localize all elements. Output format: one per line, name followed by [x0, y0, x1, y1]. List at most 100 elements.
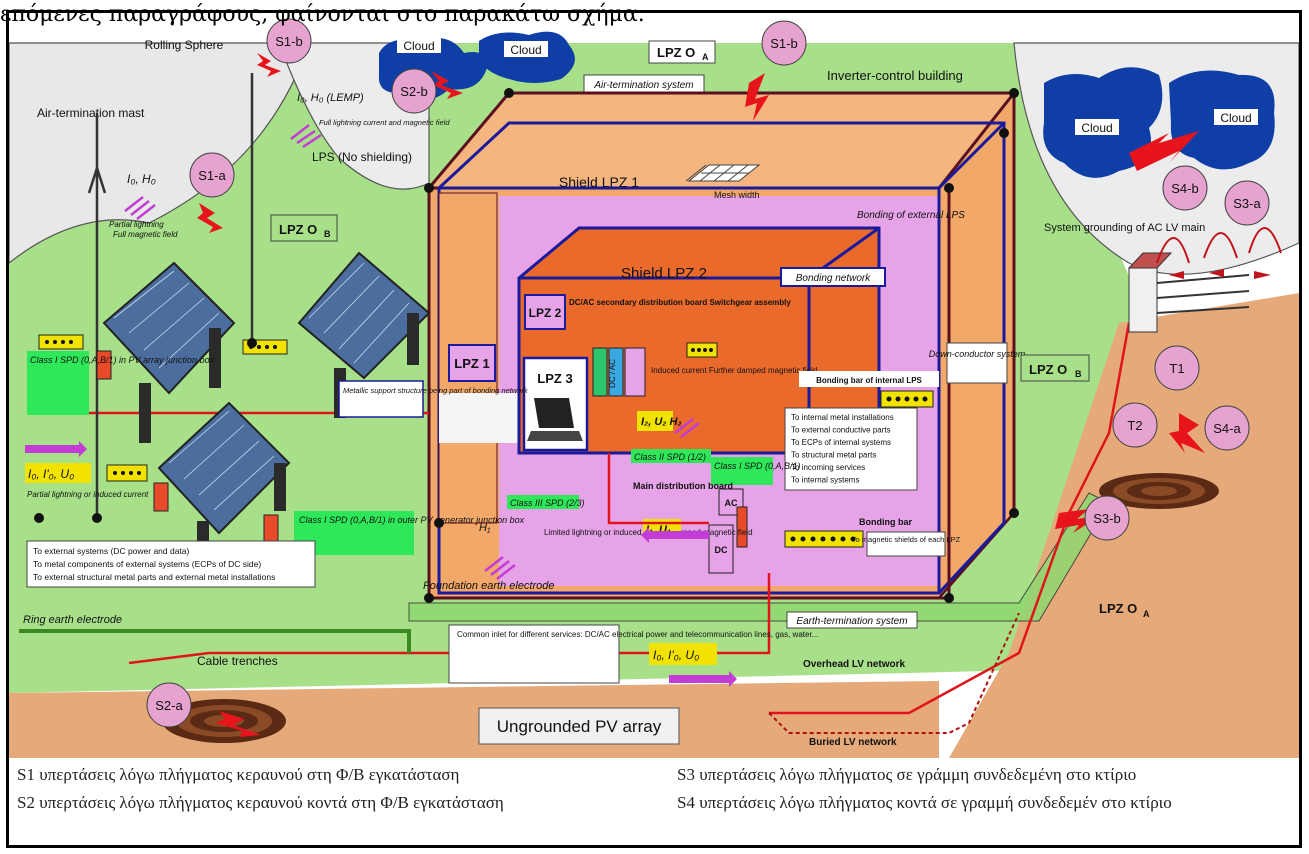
strike-markers [146, 18, 1270, 728]
cloud-label-3: Cloud [1081, 121, 1112, 135]
magnetic-field-arrows [124, 124, 700, 580]
ext-systems-item-2: To external structural metal parts and e… [33, 572, 275, 582]
full-magnetic-label: Full magnetic field [113, 230, 178, 239]
svg-text:B: B [324, 229, 331, 239]
lpz0a-top-label: LPZ O [657, 45, 695, 60]
t1-marker: T1 [1169, 361, 1184, 376]
s2a-marker: S2-a [155, 698, 183, 713]
terminal-bar-3 [106, 464, 148, 482]
s1a-marker: S1-a [198, 168, 226, 183]
lpz1-label: LPZ 1 [454, 356, 489, 371]
pv-panel-1 [102, 261, 236, 443]
svg-text:A: A [702, 52, 709, 62]
earth-termination-label: Earth-termination system [796, 616, 907, 627]
class3-spd-label: Class III SPD (2/3) [510, 498, 585, 508]
s3a-marker: S3-a [1233, 196, 1261, 211]
lightning-protection-diagram: Cloud Cloud Cloud Cloud Rolling Sphere A… [9, 13, 1299, 845]
lpz0b-right-label: LPZ O [1029, 362, 1067, 377]
cloud-label-2: Cloud [510, 43, 541, 57]
h1-label: H₁ [479, 522, 491, 534]
cloud-label-4: Cloud [1220, 111, 1251, 125]
iou-left-label: I₀, I'₀, U₀ [28, 467, 74, 481]
s1b-marker-1: S1-b [275, 34, 302, 49]
down-conductor-label: Down-conductor system [929, 349, 1026, 359]
lemp-label: I₀, H₀ (LEMP) [297, 92, 364, 104]
cloud-label-1: Cloud [403, 39, 434, 53]
svg-text:B: B [1075, 369, 1082, 379]
class2-spd-label: Class II SPD (1/2) [634, 452, 706, 462]
lemp-note-label: Full lightning current and magnetic fiel… [319, 118, 450, 127]
mesh-width-label: Mesh width [714, 190, 760, 200]
system-grounding-label: System grounding of AC LV main [1044, 222, 1205, 234]
lpz3-label: LPZ 3 [537, 371, 572, 386]
s2b-marker: S2-b [400, 84, 427, 99]
junction-nodes [34, 88, 1019, 603]
air-termination-system-label: Air-termination system [593, 80, 693, 91]
i2u2h2-label: I₂, U₂ H₂ [641, 416, 682, 428]
laptop-icon [534, 398, 574, 428]
bonding-bar-label: Bonding bar [859, 517, 912, 527]
iou-bottom-label: I₀, I'₀, U₀ [653, 648, 699, 662]
magnetic-shields-label: To magnetic shields of each LPZ [852, 535, 961, 544]
bonding-network-label: Bonding network [796, 273, 871, 284]
brown-bottom [9, 681, 939, 758]
lpz0a-right-label: LPZ O [1099, 601, 1137, 616]
dcac-cabinet-label: DC / AC [608, 359, 617, 388]
lps-no-shield-label: LPS (No shielding) [312, 150, 412, 164]
s1b-marker-2: S1-b [770, 36, 797, 51]
rolling-sphere-left [9, 42, 310, 264]
ext-systems-list: To external systems (DC power and data) T… [33, 546, 275, 582]
metallic-support-label: Metallic support structure being part of… [343, 386, 529, 395]
induced-current-label: Induced current Further damped magnetic … [651, 366, 817, 375]
mesh-grid [685, 164, 761, 182]
lightning-bolts [197, 53, 1205, 737]
bonding-external-label: Bonding of external LPS [857, 210, 965, 221]
ungrounded-pv-label: Ungrounded PV array [497, 717, 662, 736]
s3b-marker: S3-b [1093, 511, 1120, 526]
ground-spiral-s4a [1099, 473, 1219, 509]
class1-spd-main-label: Class I SPD (0,A,B/1) [714, 461, 801, 471]
s4b-marker: S4-b [1171, 181, 1198, 196]
s4a-marker: S4-a [1213, 421, 1241, 436]
cable-trenches-label: Cable trenches [197, 654, 278, 668]
class1-spd-outer-label: Class I SPD (0,A,B/1) in outer PV genera… [299, 515, 525, 525]
t2-marker: T2 [1127, 418, 1142, 433]
top-caption: επόμενες παραγράφους, φαίνονται στο παρα… [0, 2, 645, 27]
shield-lpz1-label: Shield LPZ 1 [559, 174, 639, 190]
ext-systems-item-1: To metal components of external systems … [33, 559, 261, 569]
legend-s3: S3 υπερτάσεις λόγω πλήγματος σε γράμμη σ… [677, 765, 1137, 784]
transformer-icon [1128, 267, 1158, 333]
rolling-sphere-label: Rolling Sphere [145, 38, 224, 52]
flow-arrows [25, 441, 737, 687]
legend-s2: S2 υπερτάσεις λόγω πλήγματος κεραυνού κο… [17, 793, 504, 812]
diagram-frame: Cloud Cloud Cloud Cloud Rolling Sphere A… [6, 10, 1302, 848]
svg-text:A: A [1143, 609, 1150, 619]
partial-lightning-label: Partial lightning [109, 220, 164, 229]
ext-list-item-5: To internal systems [791, 476, 859, 485]
common-inlet-label: Common inlet for different services: DC/… [457, 630, 818, 639]
bonding-bar-internal-label: Bonding bar of internal LPS [816, 376, 922, 385]
cloud-2 [479, 31, 575, 84]
inverter-building-label: Inverter-control building [827, 68, 963, 83]
air-termination-mast-label: Air-termination mast [37, 106, 145, 120]
overhead-lv-label: Overhead LV network [803, 659, 906, 670]
dcac-dist-label: DC/AC secondary distribution board Switc… [569, 298, 791, 307]
i0h0-label: I₀, H₀ [127, 172, 156, 186]
ext-list-item-2: To ECPs of internal systems [791, 438, 891, 447]
cloud-label-box [397, 37, 441, 53]
lpz0b-left-label: LPZ O [279, 222, 317, 237]
class1-spd-pv-label: Class I SPD (0,A,B/1) in PV array juncti… [30, 355, 215, 365]
ext-list-item-4: To incoming services [791, 463, 865, 472]
ext-systems-item-0: To external systems (DC power and data) [33, 546, 190, 556]
ext-list-item-1: To external conductive parts [791, 426, 891, 435]
shield-lpz2-label: Shield LPZ 2 [621, 265, 707, 282]
ring-earth-label: Ring earth electrode [23, 614, 122, 626]
foundation-earth-label: Foundation earth electrode [423, 580, 554, 592]
legend-s4: S4 υπερτάσεις λόγω πλήγματος κοντά σε γρ… [677, 793, 1172, 812]
main-dist-label: Main distribution board [633, 481, 733, 491]
ac-box-label: AC [725, 498, 738, 508]
dc-box-label: DC [715, 545, 728, 555]
partial-induced-label: Partial lightning or induced current [27, 490, 149, 499]
lpz2-label: LPZ 2 [529, 306, 562, 320]
